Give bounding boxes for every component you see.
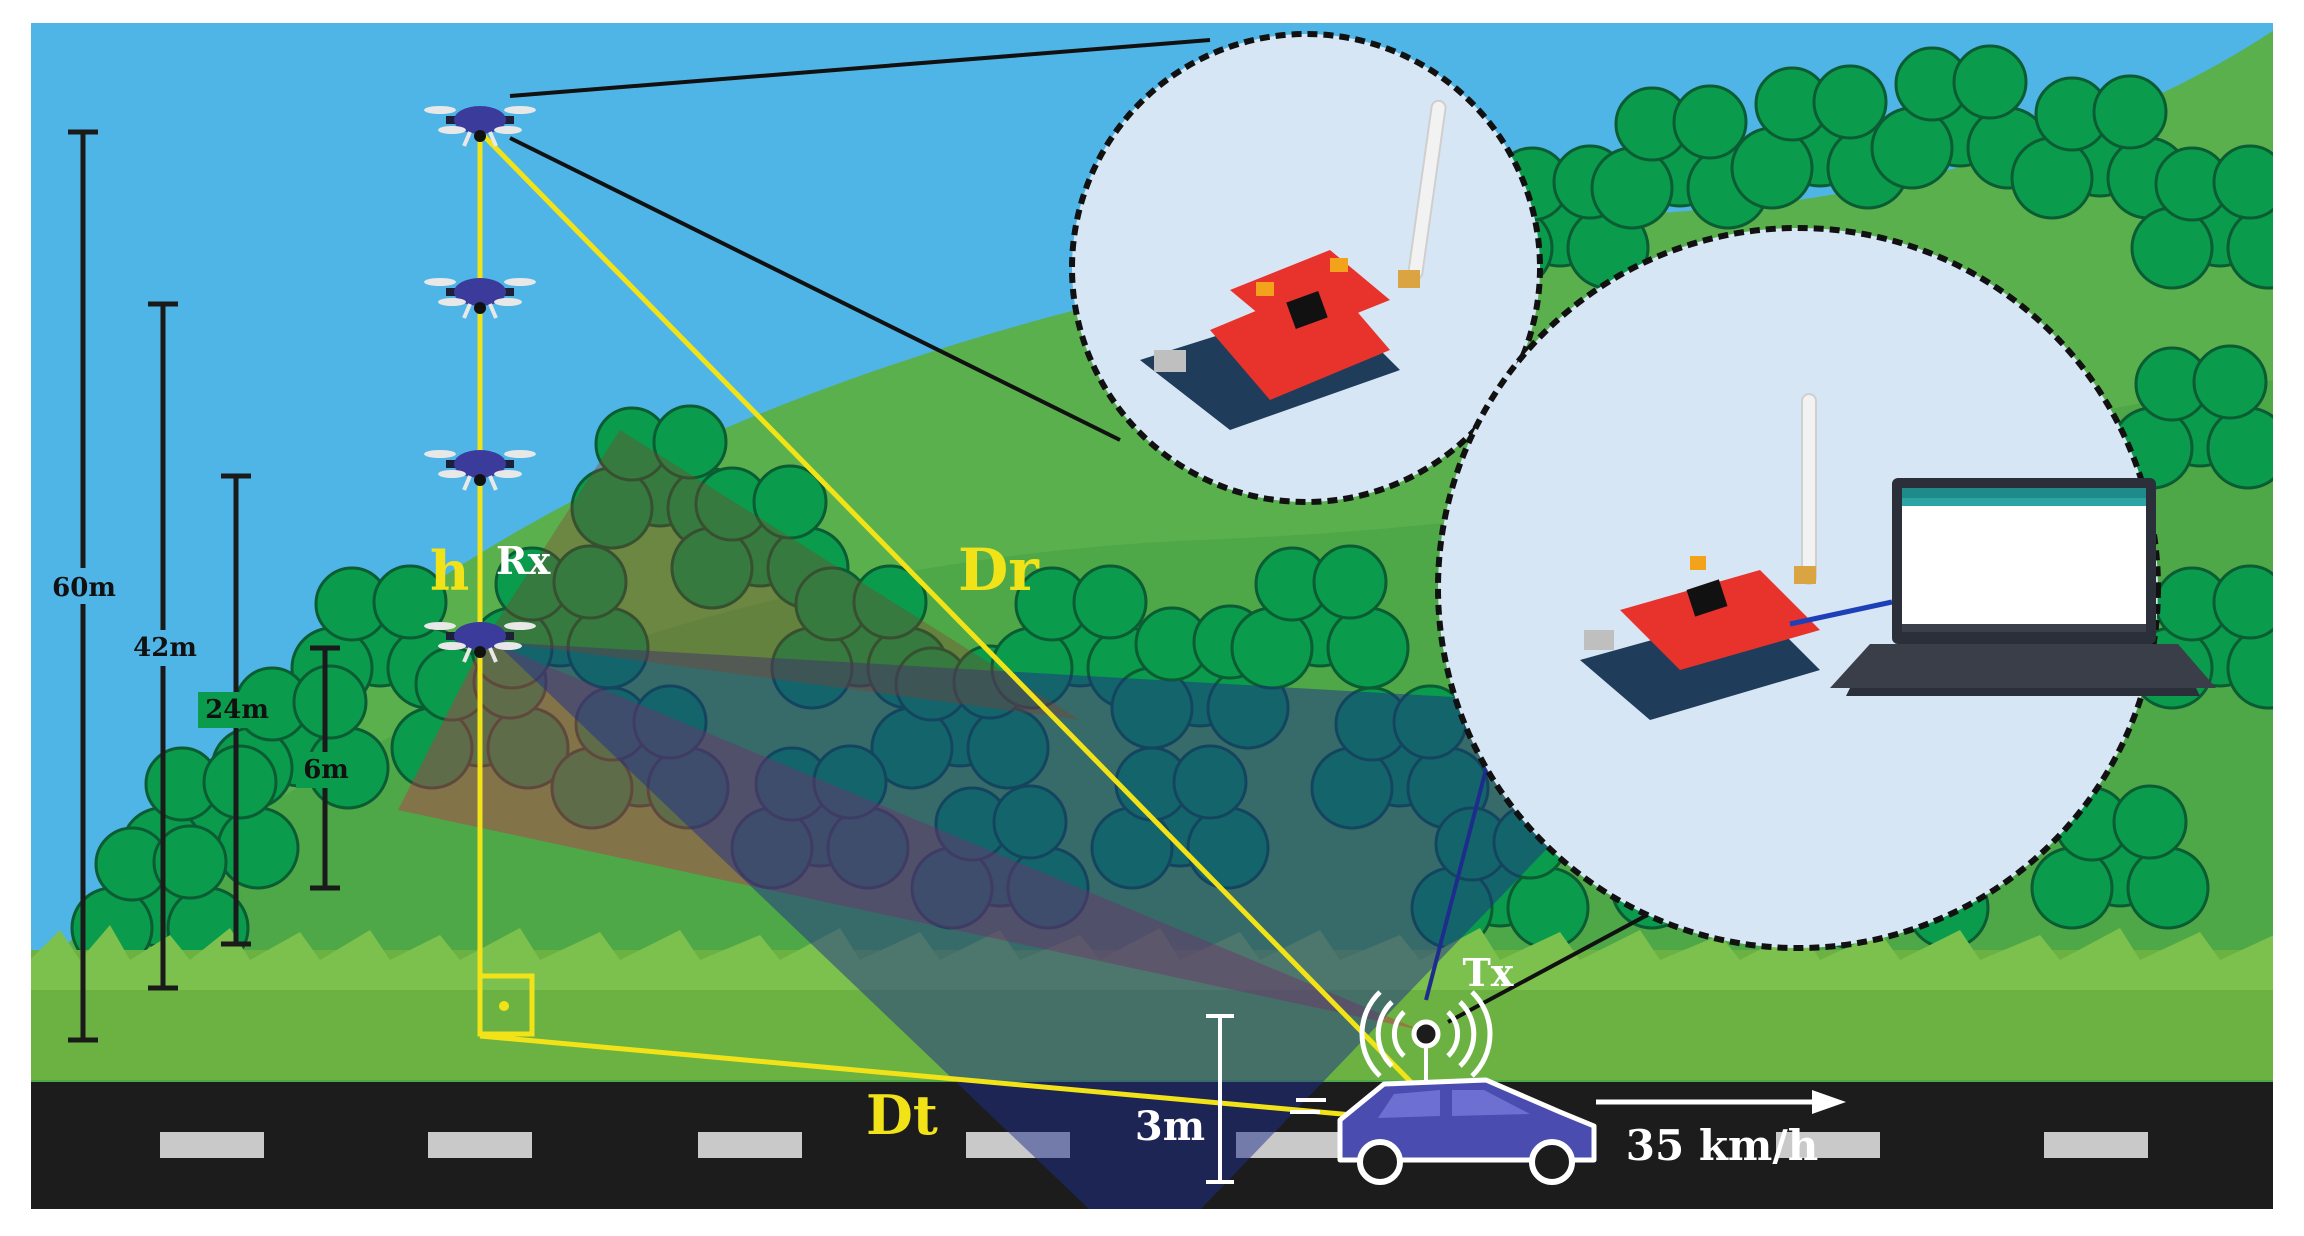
- arduino-lora-board-icon: [1580, 393, 1820, 720]
- usb-cable: [1789, 599, 1893, 627]
- label-rx: Rx: [496, 538, 551, 583]
- wireless-antenna-icon: [1359, 990, 1493, 1078]
- frame: [29, 21, 2275, 1211]
- altitude-label-6m: 6m: [303, 755, 349, 785]
- altitude-label-42m: 42m: [133, 633, 197, 663]
- label-dr: Dr: [958, 536, 1040, 604]
- altitude-labels: 60m 42m 24m 6m: [45, 568, 356, 788]
- altitude-label-24m: 24m: [205, 695, 269, 725]
- label-tx: Tx: [1463, 950, 1514, 995]
- label-dt: Dt: [866, 1083, 938, 1147]
- right-angle-dot: [499, 1001, 509, 1011]
- label-h: h: [430, 539, 469, 603]
- laptop-icon: [1830, 478, 2216, 696]
- car-icon: [1290, 1040, 1597, 1185]
- transmitter-inset: [1435, 225, 2216, 951]
- arrow-right-icon: [1596, 1090, 1846, 1114]
- rx-beam-brown: [485, 430, 1080, 720]
- receiver-inset: [1069, 31, 1543, 505]
- car-height-marker: [1206, 1014, 1234, 1184]
- altitude-label-60m: 60m: [52, 573, 116, 603]
- label-speed: 35 km/h: [1626, 1121, 1819, 1170]
- label-car-height: 3m: [1135, 1103, 1205, 1150]
- rx-beam-blue: [495, 642, 1680, 1210]
- arduino-lora-board-icon: [1140, 99, 1447, 430]
